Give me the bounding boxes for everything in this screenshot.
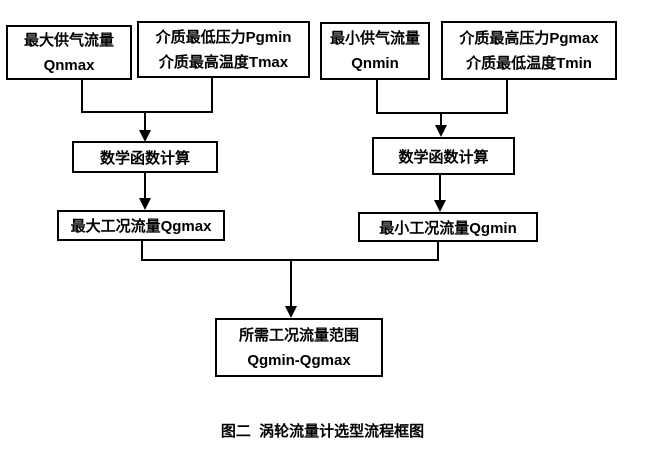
node-pgmin-tmax-line2: 介质最高温度Tmax xyxy=(158,53,289,71)
node-qgmin-label: 最小工况流量Qgmin xyxy=(379,219,517,237)
node-result-line2: Qgmin-Qgmax xyxy=(247,351,351,369)
node-pgmax-tmin-line1: 介质最高压力Pgmax xyxy=(459,29,599,47)
node-pgmin-tmax-line1: 介质最低压力Pgmin xyxy=(155,28,292,46)
node-pgmin-tmax: 介质最低压力Pgmin 介质最高温度Tmax xyxy=(137,21,310,78)
node-pgmax-tmin-line2: 介质最低温度Tmin xyxy=(466,54,592,72)
node-pgmax-tmin: 介质最高压力Pgmax 介质最低温度Tmin xyxy=(441,21,617,80)
node-result: 所需工况流量范围 Qgmin-Qgmax xyxy=(215,318,383,377)
node-qnmin-line2: Qnmin xyxy=(351,55,399,72)
node-math-left-label: 数学函数计算 xyxy=(99,149,190,167)
arrowhead-right-top xyxy=(435,125,447,137)
node-math-right-label: 数学函数计算 xyxy=(398,148,489,166)
node-qnmax-line1: 最大供气流量 xyxy=(23,31,114,49)
node-math-right: 数学函数计算 xyxy=(372,137,515,175)
node-qnmin: 最小供气流量 Qnmin xyxy=(320,22,430,80)
node-result-line1: 所需工况流量范围 xyxy=(238,326,359,344)
node-qnmax-line2: Qnmax xyxy=(43,56,95,74)
figure-caption: 图二 涡轮流量计选型流程框图 xyxy=(220,423,425,440)
node-qnmax: 最大供气流量 Qnmax xyxy=(6,25,132,80)
arrowhead-right-mid xyxy=(434,200,446,212)
connector-left-top xyxy=(81,78,213,131)
arrowhead-left-mid xyxy=(139,198,151,210)
connector-right-top xyxy=(376,80,508,126)
node-qgmax: 最大工况流量Qgmax xyxy=(57,210,225,241)
connector-bottom-merge xyxy=(141,241,439,307)
node-qnmin-line1: 最小供气流量 xyxy=(329,30,420,47)
node-qgmin: 最小工况流量Qgmin xyxy=(358,212,538,242)
node-math-left: 数学函数计算 xyxy=(72,141,218,173)
node-qgmax-label: 最大工况流量Qgmax xyxy=(70,218,212,235)
arrowhead-bottom xyxy=(285,306,297,318)
